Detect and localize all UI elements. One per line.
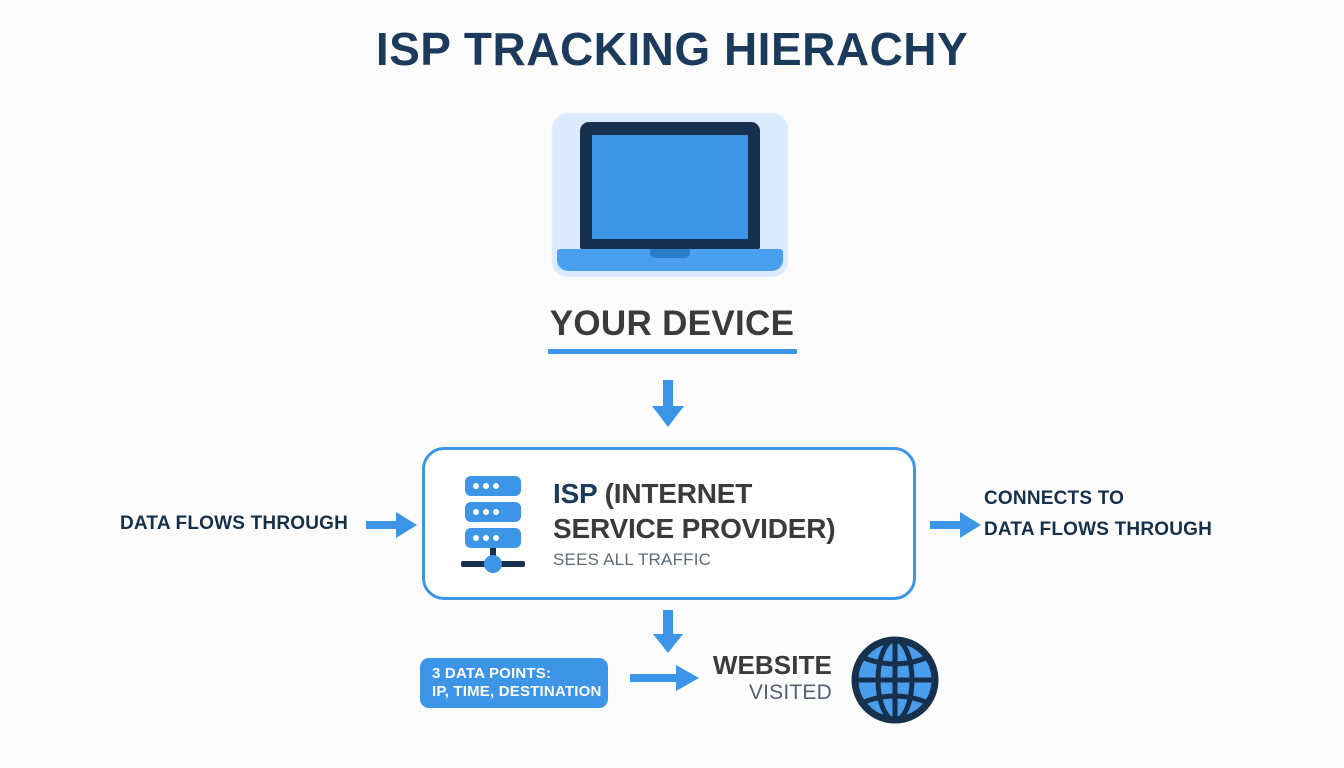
left-flow-label: DATA FLOWS THROUGH [120,513,349,534]
server-icon [461,476,525,573]
arrow-right-icon-badge-to-website [630,665,699,691]
data-points-badge-line2: IP, TIME, DESTINATION [432,683,602,700]
website-label-main: WEBSITE [712,650,832,680]
isp-text-block: ISP (INTERNET SERVICE PROVIDER) SEES ALL… [553,476,836,570]
isp-card[interactable]: ISP (INTERNET SERVICE PROVIDER) SEES ALL… [422,447,916,600]
globe-icon [851,636,939,724]
data-points-badge-line1: 3 DATA POINTS: [432,665,552,682]
arrow-down-icon-device-to-isp [652,380,684,427]
isp-title-line1: ISP (INTERNET [553,476,835,511]
isp-title-line2: SERVICE PROVIDER) [553,513,836,544]
right-flow-label: CONNECTS TO DATA FLOWS THROUGH [984,483,1212,545]
arrow-down-icon-isp-to-website [653,610,683,653]
website-label-sub: VISITED [748,681,832,704]
laptop-trackpad-notch [650,249,690,258]
laptop-base [557,249,783,271]
right-flow-label-line2: DATA FLOWS THROUGH [984,519,1213,540]
page-title: ISP TRACKING HIERACHY [375,23,969,75]
right-flow-label-line1: CONNECTS TO [984,488,1125,509]
isp-abbreviation: ISP [553,478,605,509]
laptop-screen [592,135,748,239]
website-label-block: WEBSITE VISITED [708,650,832,706]
device-label-underline [548,349,797,354]
arrow-right-icon-inbound [366,512,417,538]
isp-title-rest: (INTERNET [604,478,753,509]
device-label: YOUR DEVICE [549,304,795,343]
laptop-icon [552,113,788,277]
isp-subtitle: SEES ALL TRAFFIC [553,550,712,569]
data-points-badge: 3 DATA POINTS: IP, TIME, DESTINATION [420,658,608,708]
arrow-right-icon-outbound [930,512,981,538]
